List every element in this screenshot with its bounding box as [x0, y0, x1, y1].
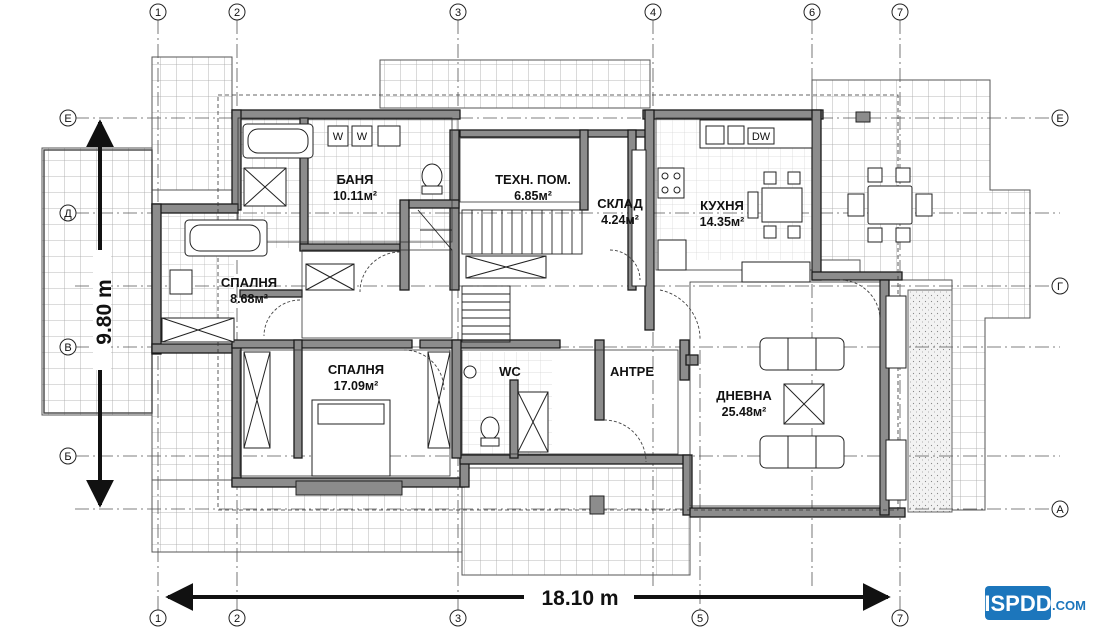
room-area-banya: 10.11м² [333, 189, 377, 203]
svg-text:1: 1 [155, 7, 161, 19]
svg-text:А: А [1056, 504, 1064, 516]
svg-text:7: 7 [897, 7, 903, 19]
bathtub-small [184, 219, 268, 257]
doors [263, 249, 881, 463]
svg-text:ISPDD: ISPDD [984, 591, 1051, 616]
room-area-spalnya-large: 17.09м² [334, 379, 379, 393]
sofa-top [759, 337, 845, 371]
room-name-sklad: СКЛАД [597, 196, 643, 211]
toilet [421, 163, 443, 189]
axis-labels: 1 2 3 4 6 7 1 2 3 5 7 Е Д В Б Е Г А [64, 7, 1064, 625]
svg-text:5: 5 [697, 613, 703, 625]
svg-text:Е: Е [64, 113, 71, 125]
room-area-sklad: 4.24м² [601, 213, 639, 227]
dryer-label: W [357, 131, 368, 143]
svg-text:3: 3 [455, 7, 461, 19]
ispdd-logo: ISPDD .COM [984, 586, 1086, 620]
svg-text:7: 7 [897, 613, 903, 625]
height-dimension-label: 9.80 m [93, 279, 116, 344]
stove [657, 167, 685, 199]
svg-text:Г: Г [1057, 281, 1063, 293]
room-labels: БАНЯ 10.11м² ТЕХН. ПОМ. 6.85м² СКЛАД 4.2… [221, 172, 772, 419]
width-dimension-label: 18.10 m [541, 587, 618, 610]
svg-text:1: 1 [155, 613, 161, 625]
terraces [41, 56, 1031, 576]
washer-label: W [333, 131, 344, 143]
terrace-right [811, 79, 1031, 511]
room-name-kuhnya: КУХНЯ [700, 198, 744, 213]
outdoor-table [867, 185, 913, 225]
room-area-kuhnya: 14.35м² [700, 215, 745, 229]
dishwasher-label: DW [752, 131, 771, 143]
terrace-bottom [461, 467, 691, 576]
dining-table [761, 187, 803, 223]
room-name-dnevna: ДНЕВНА [716, 388, 772, 403]
svg-text:2: 2 [234, 7, 240, 19]
svg-text:3: 3 [455, 613, 461, 625]
svg-text:Д: Д [64, 208, 72, 220]
terrace-top [379, 59, 651, 109]
gravel-strip [907, 289, 953, 513]
room-name-tehn: ТЕХН. ПОМ. [495, 172, 571, 187]
axis-markers [59, 3, 1069, 627]
bed [311, 399, 391, 477]
room-area-spalnya-small: 8.68м² [230, 292, 268, 306]
svg-text:4: 4 [650, 7, 656, 19]
stairs [417, 209, 583, 343]
bathtub [242, 123, 314, 159]
wc-toilet [480, 416, 500, 440]
fixtures [161, 111, 933, 515]
svg-text:Е: Е [1056, 113, 1063, 125]
svg-text:Б: Б [64, 451, 71, 463]
room-area-tehn: 6.85м² [514, 189, 552, 203]
room-name-antre: АНТРЕ [610, 364, 654, 379]
washing-machine [327, 125, 349, 147]
svg-text:6: 6 [809, 7, 815, 19]
sofa-bottom [759, 435, 845, 469]
room-name-wc: WC [499, 364, 521, 379]
room-area-dnevna: 25.48м² [722, 405, 767, 419]
svg-text:2: 2 [234, 613, 240, 625]
svg-text:В: В [64, 342, 71, 354]
svg-text:.COM: .COM [1052, 598, 1086, 613]
walls [151, 109, 906, 518]
room-name-spalnya-small: СПАЛНЯ [221, 275, 277, 290]
room-name-banya: БАНЯ [337, 172, 374, 187]
room-name-spalnya-large: СПАЛНЯ [328, 362, 384, 377]
